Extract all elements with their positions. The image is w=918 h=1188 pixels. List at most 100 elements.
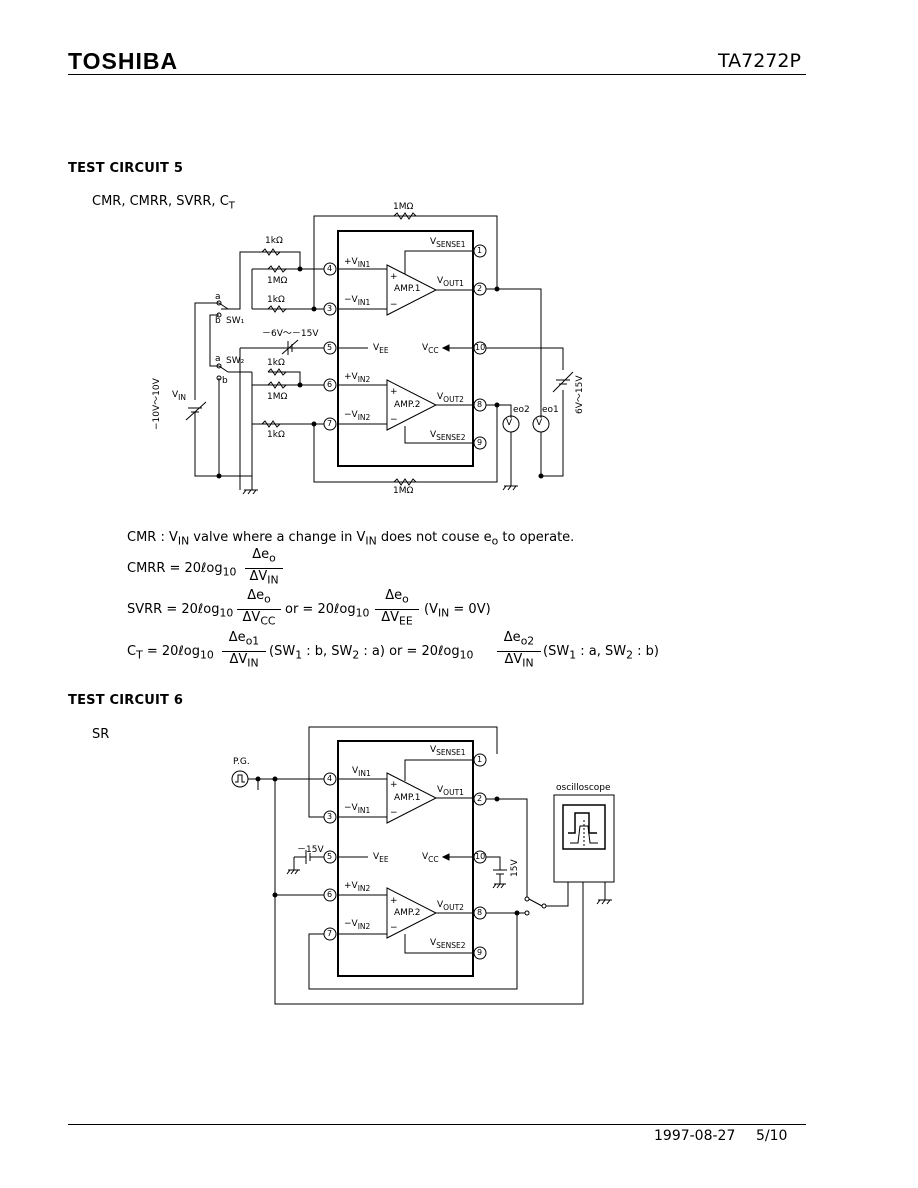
label6-vin1p: VIN1: [352, 766, 371, 778]
oscilloscope-screen: [562, 804, 606, 850]
label-vout2-sub: OUT2: [443, 394, 464, 404]
cmr-text-3: does not couse e: [376, 530, 492, 545]
amp1-triangle: [386, 264, 438, 316]
svrr-num1-sub: o: [264, 592, 271, 606]
label-r1m-b: 1MΩ: [267, 392, 288, 402]
label6-vcc: VCC: [422, 852, 439, 864]
header-divider: [68, 74, 806, 75]
label6-vin2p-main: +V: [344, 881, 358, 891]
label-vin2p-main: +V: [344, 372, 358, 382]
ct-cond1-end: : a) or = 20ℓog: [359, 644, 460, 659]
cmrr-den-main: ΔV: [249, 569, 268, 584]
label-eo2: eo2: [513, 405, 530, 415]
svrr-num1: Δeo: [239, 588, 279, 606]
svrr-den1-sub: CC: [260, 614, 276, 628]
section-6-title: TEST CIRCUIT 6: [68, 693, 184, 708]
label-vout1-main: V: [437, 276, 444, 286]
cmrr-lhs: CMRR = 20ℓog10: [127, 561, 236, 579]
label-vcc: VCC: [422, 343, 439, 355]
pin6-7: 7: [327, 929, 333, 938]
ct-den1-sub: IN: [247, 656, 259, 670]
pin6-4: 4: [327, 774, 333, 783]
label-vout2: VOUT2: [437, 392, 464, 404]
pin6-3: 3: [327, 812, 333, 821]
pin-5: 5: [327, 343, 333, 352]
ct-fraction-bar-2: [497, 651, 541, 652]
label6-vin2p: +VIN2: [344, 881, 370, 893]
label-r1k-a: 1kΩ: [265, 236, 283, 246]
pin6-1: 1: [477, 755, 483, 764]
svrr-den2: ΔVEE: [375, 610, 419, 628]
ground-pos-supply-6: [492, 883, 506, 889]
part-number: TA7272P: [718, 50, 801, 72]
cmrr-den: ΔVIN: [245, 569, 283, 587]
svrr-num2-main: Δe: [385, 588, 403, 603]
ct-log-sub-2: 10: [459, 648, 474, 662]
label-vin2n-sub: IN2: [357, 412, 371, 422]
label6-vsense1-sub: SENSE1: [436, 747, 466, 757]
svrr-cond-open: (V: [424, 602, 438, 617]
label-vin1p-main: +V: [344, 257, 358, 267]
pin-circles-right: [473, 244, 487, 450]
label6-vin2n-main: −V: [344, 919, 358, 929]
label-vsense1: VSENSE1: [430, 237, 466, 249]
svrr-or: or = 20ℓog10: [285, 602, 369, 620]
resistor-top-1m: [393, 212, 417, 220]
label-vin2p-sub: IN2: [357, 374, 371, 384]
cmr-text-2: valve where a change in V: [189, 530, 366, 545]
ct-num1-main: Δe: [228, 630, 246, 645]
label-vin2n: −VIN2: [344, 410, 370, 422]
ct-cond2-open: (SW: [543, 644, 570, 659]
ct-num2: Δeo2: [499, 630, 539, 648]
label6-vsense1-main: V: [430, 745, 437, 755]
label-vin1n-main: −V: [344, 295, 358, 305]
svrr-den2-main: ΔV: [381, 610, 400, 625]
svrr-log-sub: 10: [219, 606, 234, 620]
label-vcc-sub: CC: [428, 345, 439, 355]
oscilloscope-body: [553, 794, 615, 883]
pin6-2: 2: [477, 794, 483, 803]
label-pg: P.G.: [233, 757, 250, 767]
ct-cond1-open: (SW: [269, 644, 296, 659]
label6-vee-sub: EE: [379, 854, 389, 864]
ct-cond2-end: : b): [632, 644, 659, 659]
ct-cond2: (SW1 : a, SW2 : b): [543, 644, 659, 662]
svrr-fraction-bar-2: [375, 609, 419, 610]
label-r1k-b: 1kΩ: [267, 295, 285, 305]
pulse-generator-symbol: [231, 770, 249, 788]
svrr-num2: Δeo: [377, 588, 417, 606]
cmr-text-1: CMR : V: [127, 530, 178, 545]
label6-vout2-sub: OUT2: [443, 902, 464, 912]
ct-cond1-s1: 1: [295, 648, 303, 662]
section-5-title: TEST CIRCUIT 5: [68, 161, 184, 176]
section-5-params-sub: T: [228, 200, 235, 212]
label6-vsense2-sub: SENSE2: [436, 940, 466, 950]
svrr-condition: (VIN = 0V): [424, 602, 491, 620]
svrr-den2-sub: EE: [399, 614, 413, 628]
label6-amp1-plus: +: [390, 780, 398, 790]
ct-cond1-s2: 2: [352, 648, 360, 662]
footer-divider: [68, 1124, 806, 1125]
label6-vin2p-sub: IN2: [357, 883, 371, 893]
pin-9: 9: [477, 438, 483, 447]
svrr-lhs-text: SVRR = 20ℓog: [127, 602, 220, 617]
label-vin1n: −VIN1: [344, 295, 370, 307]
ground-oscilloscope: [596, 899, 612, 905]
wire-feedback-top: [313, 215, 498, 309]
label6-vsense1: VSENSE1: [430, 745, 466, 757]
footer-date: 1997-08-27: [654, 1128, 736, 1144]
label-vsense2-sub: SENSE2: [436, 432, 466, 442]
label-meter-eo1: V: [536, 418, 543, 428]
cmr-sub-2: IN: [365, 534, 377, 548]
svrr-or-text: or = 20ℓog: [285, 602, 356, 617]
label6-vcc-sub: CC: [428, 854, 439, 864]
pin6-9: 9: [477, 948, 483, 957]
ct-num2-sub: o2: [520, 634, 535, 648]
cmrr-log-sub: 10: [222, 565, 237, 579]
svrr-cond-sub: IN: [437, 606, 450, 620]
ct-lhs-text: = 20ℓog: [142, 644, 200, 659]
ic-body-6: [337, 740, 474, 977]
section-5-params-text: CMR, CMRR, SVRR, C: [92, 194, 229, 209]
